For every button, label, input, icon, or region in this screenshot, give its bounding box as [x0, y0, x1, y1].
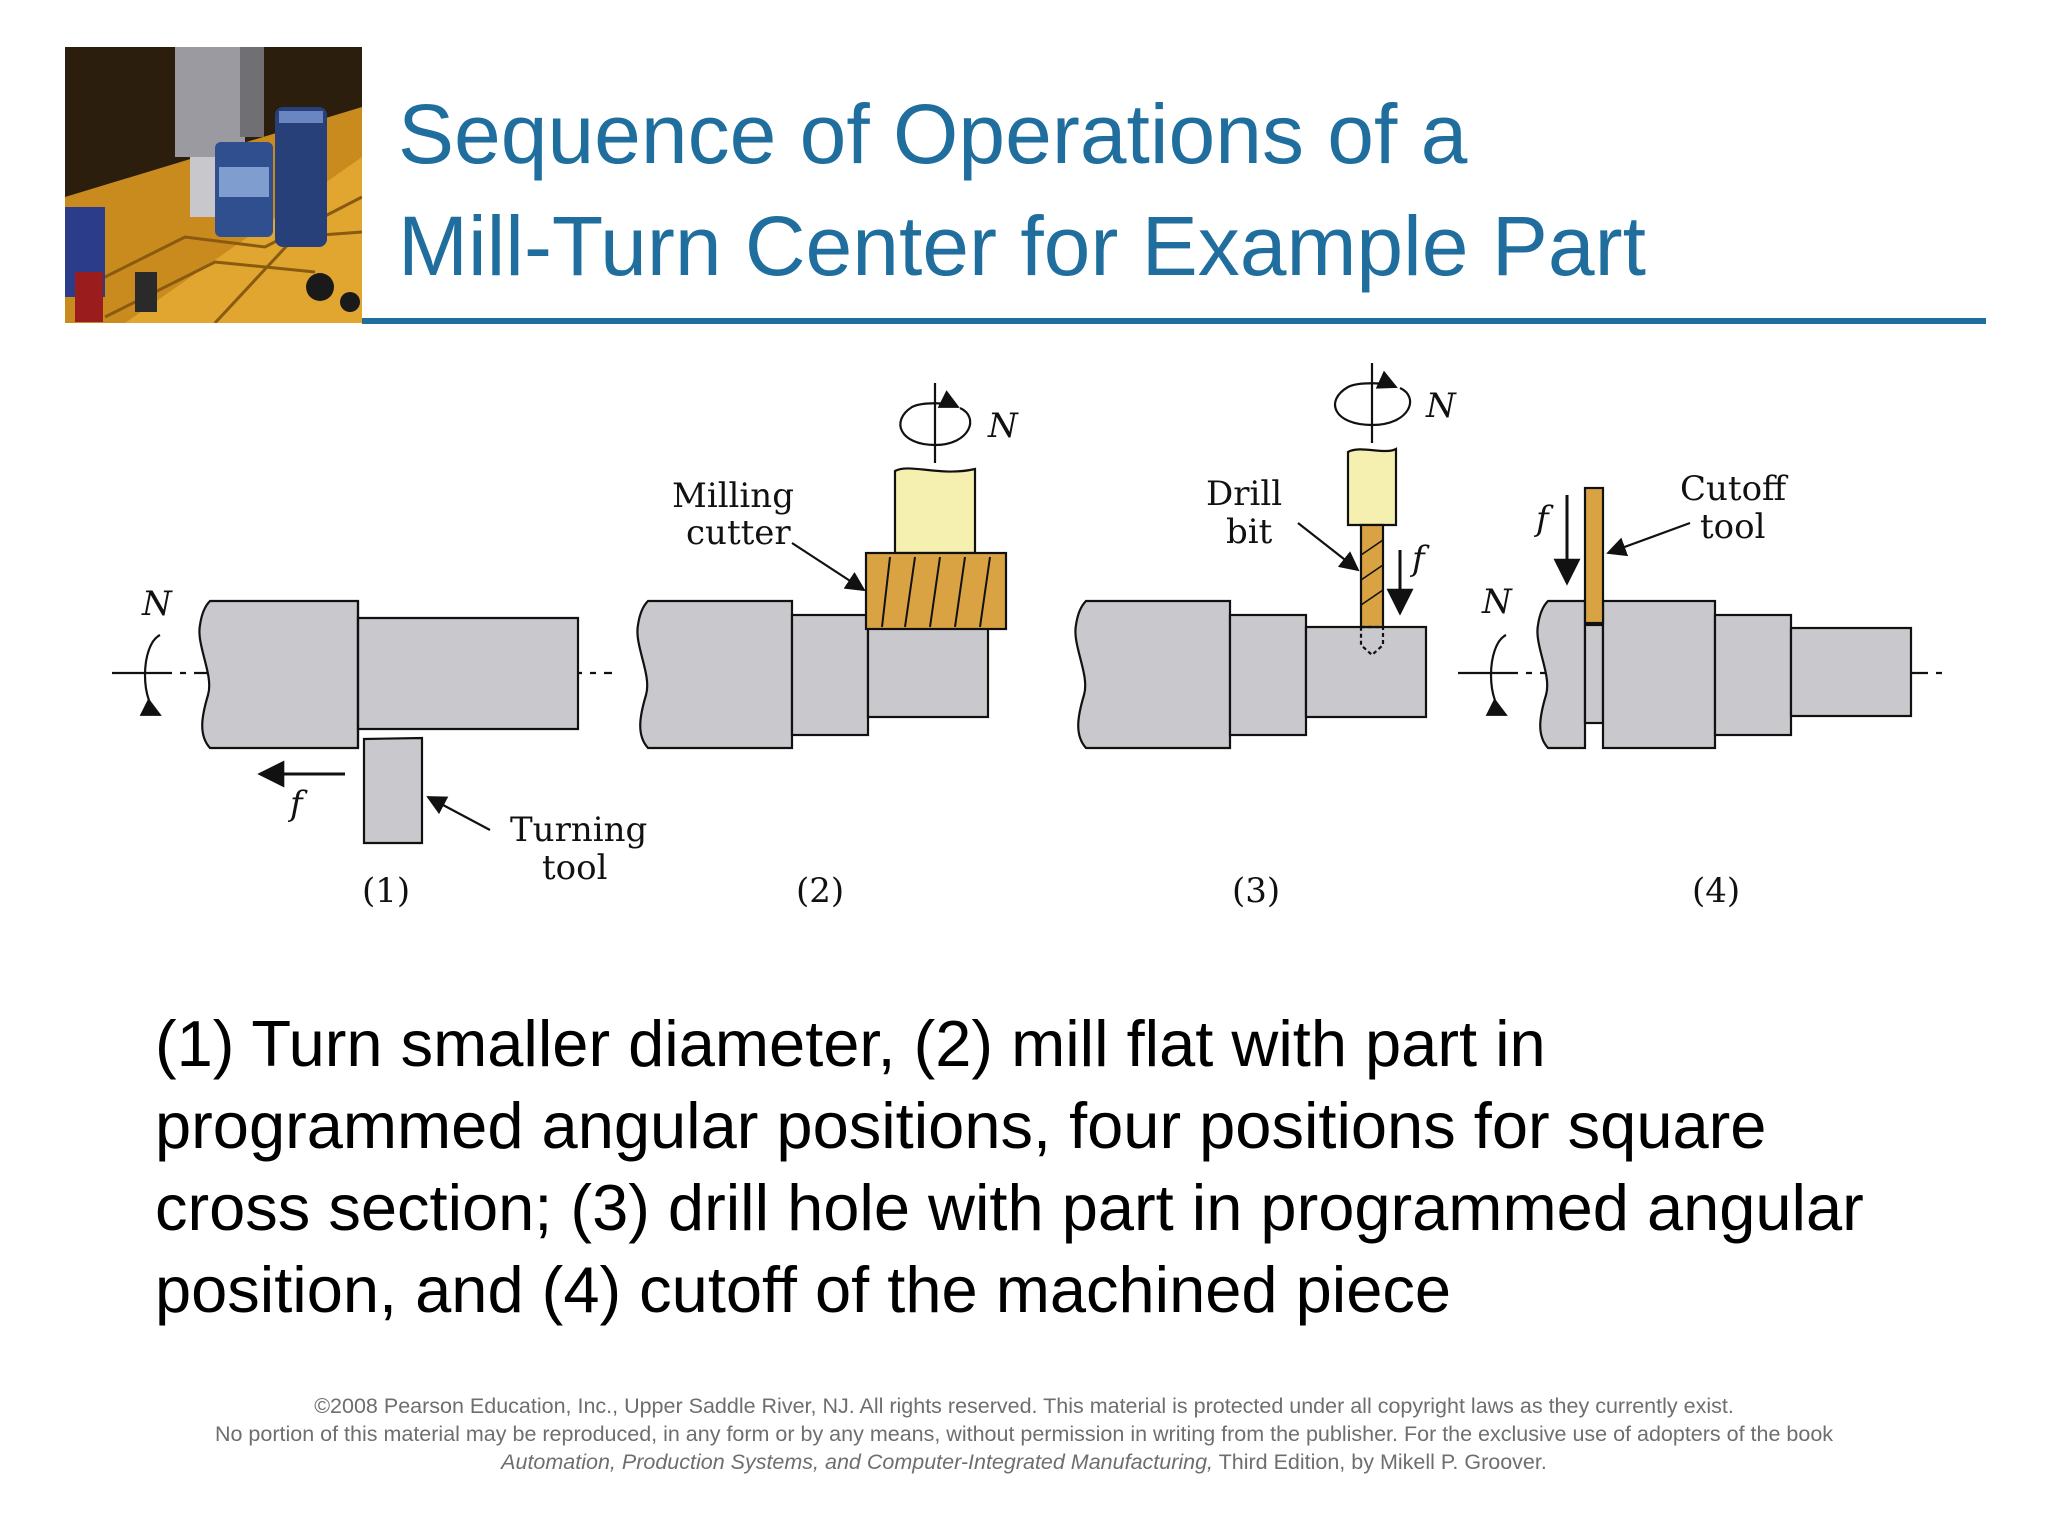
copyright-footer: ©2008 Pearson Education, Inc., Upper Sad…: [0, 1392, 2048, 1476]
mill-turn-diagram: Milling cutter Drill bit Cutoff tool Tur…: [112, 363, 1950, 911]
book-edition: Third Edition, by Mikell P. Groover.: [1213, 1450, 1547, 1474]
drill-bit: [1359, 523, 1385, 629]
step-2-workpiece-mid: [790, 613, 870, 737]
header-photo-graphic: [65, 47, 362, 323]
step-4-workpiece-stock: [1536, 599, 1587, 750]
title-divider: [362, 318, 1986, 324]
step-4-workpiece-large: [1601, 599, 1717, 750]
header-photo: [65, 47, 362, 323]
step-3-feed-label: f: [1409, 539, 1430, 579]
step-4-feed-label: f: [1533, 499, 1554, 539]
drill-bit-label-2: bit: [1226, 512, 1273, 552]
drill-spindle: [1346, 447, 1398, 527]
step-4-workpiece-mid: [1713, 613, 1793, 737]
step-2-rotation-arrow: [899, 390, 972, 447]
cutoff-tool-leader: [1606, 521, 1691, 557]
copyright-line-3: Automation, Production Systems, and Comp…: [0, 1448, 2048, 1476]
step-3-workpiece-small: [1304, 625, 1428, 719]
turning-tool-label-2: tool: [542, 848, 607, 888]
title-line-1: Sequence of Operations of a: [398, 87, 1468, 181]
copyright-line-1: ©2008 Pearson Education, Inc., Upper Sad…: [314, 1394, 1734, 1418]
step-1-speed-label: N: [141, 584, 173, 624]
step-label-4: (4): [1692, 871, 1740, 911]
step-2-speed-label: N: [987, 406, 1019, 446]
step-label-3: (3): [1232, 871, 1280, 911]
page-title: Sequence of Operations of a Mill-Turn Ce…: [398, 78, 1646, 302]
cutoff-tool-label-1: Cutoff: [1680, 469, 1789, 509]
cutoff-tool-label-2: tool: [1700, 507, 1765, 547]
step-4-neck: [1583, 623, 1605, 725]
drill-hole: [1359, 625, 1385, 657]
milling-cutter-label-2: cutter: [686, 513, 791, 553]
step-1-workpiece-large: [198, 599, 360, 750]
step-1-workpiece-small: [356, 616, 580, 731]
step-3-workpiece-large: [1074, 599, 1232, 750]
title-line-2: Mill-Turn Center for Example Part: [398, 199, 1646, 293]
milling-spindle: [893, 467, 977, 555]
step-4-workpiece-small: [1789, 626, 1913, 718]
step-2-milling: [636, 383, 1008, 750]
step-label-1: (1): [362, 871, 410, 911]
step-4-rotation-arrow: [1485, 634, 1508, 716]
step-3-speed-label: N: [1425, 386, 1457, 426]
turning-tool-label-1: Turning: [510, 810, 647, 850]
cutoff-tool: [1583, 486, 1605, 625]
milling-cutter-leader: [791, 542, 866, 592]
step-2-workpiece-small: [866, 625, 990, 719]
step-1-turning: [112, 599, 612, 845]
diagram-caption: (1) Turn smaller diameter, (2) mill flat…: [155, 1007, 1864, 1326]
turning-tool-leader: [426, 796, 491, 831]
step-1-rotation-arrow: [139, 634, 162, 716]
milling-cutter-label-1: Milling: [672, 476, 794, 516]
step-4-speed-label: N: [1481, 582, 1513, 622]
step-label-2: (2): [796, 871, 844, 911]
drill-bit-leader: [1297, 522, 1360, 572]
step-1-feed-label: f: [287, 784, 308, 824]
book-title: Automation, Production Systems, and Comp…: [501, 1450, 1214, 1474]
step-4-cutoff: [1458, 486, 1950, 750]
step-3-rotation-arrow: [1334, 370, 1412, 427]
step-3-drilling: [1074, 363, 1428, 750]
copyright-line-2: No portion of this material may be repro…: [214, 1422, 1834, 1446]
turning-tool: [362, 736, 424, 845]
step-3-workpiece-mid: [1228, 613, 1308, 737]
step-2-workpiece-large: [636, 599, 794, 750]
drill-bit-label-1: Drill: [1206, 474, 1282, 514]
